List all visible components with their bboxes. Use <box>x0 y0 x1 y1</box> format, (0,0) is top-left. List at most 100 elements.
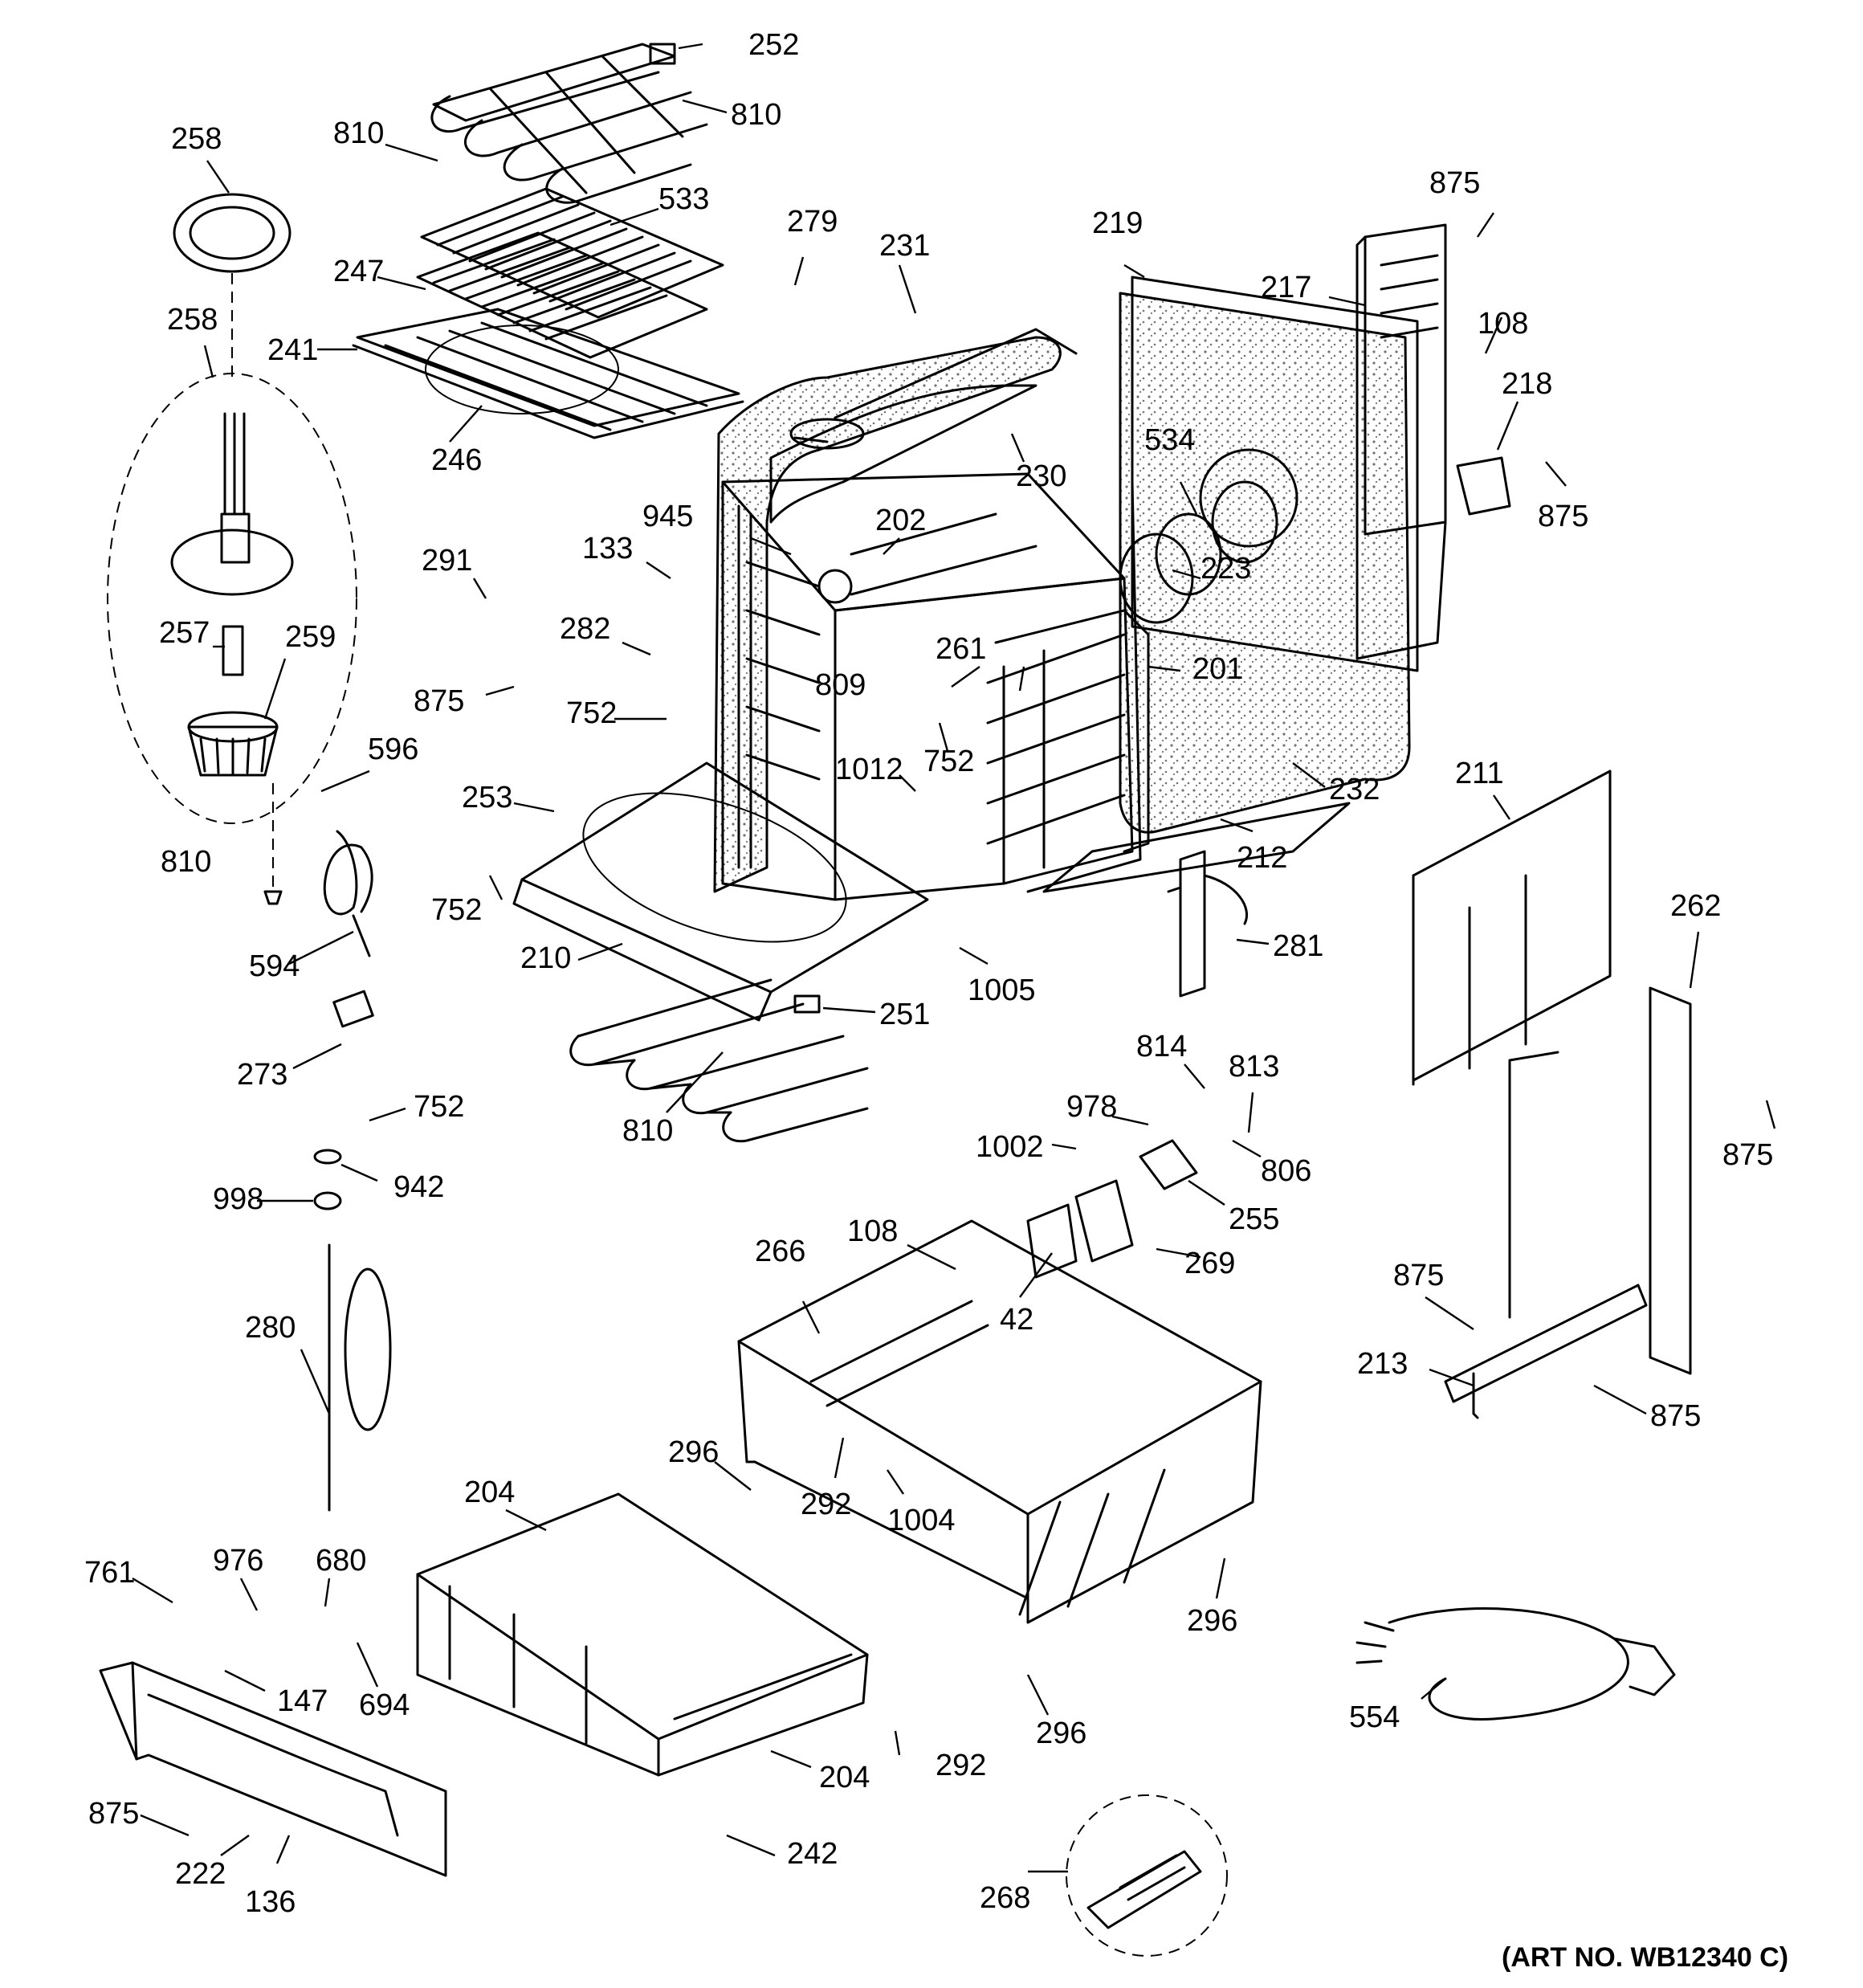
label-976: 976 <box>213 1544 263 1578</box>
label-998: 998 <box>213 1182 263 1216</box>
label-261: 261 <box>936 632 986 666</box>
label-210: 210 <box>520 941 571 975</box>
label-296: 296 <box>668 1435 719 1469</box>
label-133: 133 <box>582 532 633 565</box>
broil-element <box>430 43 708 204</box>
oven-door <box>512 761 929 1022</box>
label-806: 806 <box>1261 1154 1311 1188</box>
label-230: 230 <box>1016 459 1066 493</box>
label-752: 752 <box>923 745 974 778</box>
label-596: 596 <box>368 733 418 766</box>
label-1002: 1002 <box>976 1130 1044 1164</box>
leader-lines <box>132 43 1776 1873</box>
label-752: 752 <box>431 893 482 927</box>
label-945: 945 <box>642 500 693 533</box>
door-hinge <box>1167 850 1248 998</box>
label-810: 810 <box>622 1114 673 1148</box>
label-252: 252 <box>748 28 799 62</box>
label-242: 242 <box>787 1837 838 1871</box>
label-213: 213 <box>1357 1347 1408 1381</box>
label-292: 292 <box>801 1488 851 1521</box>
label-108: 108 <box>1478 307 1528 341</box>
label-217: 217 <box>1261 271 1311 304</box>
terminal-block <box>1026 1139 1198 1279</box>
label-875: 875 <box>1538 500 1588 533</box>
label-258: 258 <box>171 122 222 156</box>
label-978: 978 <box>1066 1090 1117 1124</box>
label-875: 875 <box>88 1797 139 1831</box>
label-147: 147 <box>277 1684 328 1718</box>
probe-and-cord <box>313 830 392 1512</box>
label-219: 219 <box>1092 206 1143 240</box>
label-291: 291 <box>422 544 472 578</box>
drawer-frame <box>737 1219 1262 1624</box>
label-211: 211 <box>1455 757 1504 790</box>
label-136: 136 <box>245 1885 296 1919</box>
label-752: 752 <box>414 1090 464 1124</box>
label-204: 204 <box>819 1761 870 1794</box>
label-212: 212 <box>1237 841 1287 875</box>
label-875: 875 <box>414 684 464 718</box>
label-281: 281 <box>1273 929 1323 963</box>
label-534: 534 <box>1144 423 1195 457</box>
label-1012: 1012 <box>835 753 903 786</box>
label-246: 246 <box>431 443 482 477</box>
label-875: 875 <box>1722 1138 1773 1172</box>
label-253: 253 <box>462 781 512 814</box>
label-810: 810 <box>161 845 211 879</box>
label-108: 108 <box>847 1214 898 1248</box>
label-533: 533 <box>658 182 709 216</box>
label-875: 875 <box>1393 1259 1444 1292</box>
label-296: 296 <box>1187 1604 1237 1638</box>
label-257: 257 <box>159 616 210 650</box>
label-204: 204 <box>464 1476 515 1509</box>
bake-element <box>569 978 869 1143</box>
label-875: 875 <box>1429 166 1480 200</box>
label-594: 594 <box>249 949 300 983</box>
label-554: 554 <box>1349 1700 1400 1734</box>
right-side-panels <box>1412 769 1692 1419</box>
label-268: 268 <box>980 1881 1030 1915</box>
label-241: 241 <box>267 333 318 367</box>
drawer-front <box>99 1661 447 1877</box>
oven-racks <box>352 187 744 439</box>
label-251: 251 <box>879 998 930 1031</box>
label-223: 223 <box>1201 552 1251 586</box>
label-231: 231 <box>879 229 930 263</box>
label-202: 202 <box>875 504 926 537</box>
power-cord <box>1355 1607 1676 1721</box>
label-761: 761 <box>84 1556 135 1590</box>
label-232: 232 <box>1329 773 1380 806</box>
label-247: 247 <box>333 255 384 288</box>
label-810: 810 <box>731 98 781 132</box>
label-218: 218 <box>1502 367 1552 401</box>
oven-cavity <box>713 328 1150 901</box>
label-1004: 1004 <box>887 1504 956 1537</box>
label-258: 258 <box>167 303 218 337</box>
label-296: 296 <box>1036 1717 1086 1750</box>
label-810: 810 <box>333 116 384 150</box>
label-282: 282 <box>560 612 610 646</box>
rear-panel <box>1042 276 1419 893</box>
side-brackets <box>1355 223 1511 660</box>
label-266: 266 <box>755 1235 805 1268</box>
label-292: 292 <box>936 1749 986 1782</box>
label-269: 269 <box>1184 1247 1235 1280</box>
label-942: 942 <box>393 1170 444 1204</box>
label-694: 694 <box>359 1688 410 1722</box>
label-752: 752 <box>566 696 617 730</box>
label-42: 42 <box>1000 1303 1033 1337</box>
part-labels: 252 810 810 258 533 247 241 258 246 279 … <box>84 28 1773 1919</box>
art-number: (ART NO. WB12340 C) <box>1502 1942 1788 1973</box>
label-814: 814 <box>1136 1030 1187 1063</box>
label-222: 222 <box>175 1857 226 1891</box>
label-279: 279 <box>787 205 838 239</box>
storage-drawer <box>416 1492 869 1777</box>
label-875: 875 <box>1650 1399 1701 1433</box>
label-813: 813 <box>1229 1050 1279 1084</box>
label-259: 259 <box>285 620 336 654</box>
label-680: 680 <box>316 1544 366 1578</box>
detail-268 <box>1066 1794 1228 1957</box>
label-1005: 1005 <box>968 974 1036 1007</box>
